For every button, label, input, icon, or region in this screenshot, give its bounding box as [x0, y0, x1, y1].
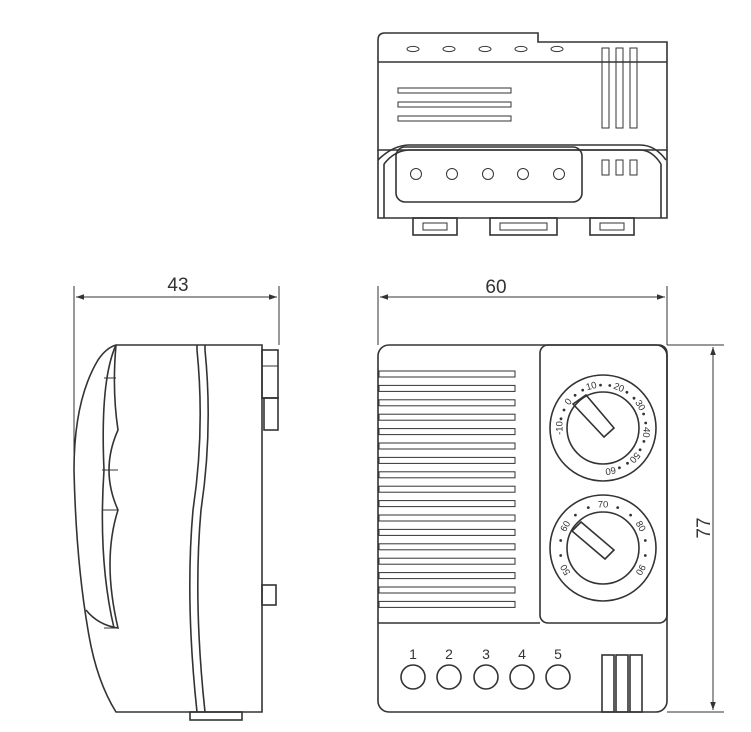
terminal-label: 5 — [554, 646, 562, 662]
dial-scale-dot — [586, 506, 590, 509]
dial-scale-label: -10 — [555, 421, 566, 435]
top-view-ribs — [397, 87, 512, 122]
vent-rib — [378, 543, 516, 551]
terminal-label: 4 — [518, 646, 526, 662]
vent-rib — [378, 442, 516, 450]
dial-lower-scale-labels: 50 60 70 80 90 — [558, 500, 647, 577]
dial-scale-dot — [573, 393, 577, 397]
dial-scale-label: 80 — [633, 519, 648, 534]
dial-scale-label: 70 — [598, 500, 609, 511]
terminal-label: 3 — [482, 646, 490, 662]
front-width-dimension: 60 — [485, 277, 506, 298]
front-vent-ribs — [378, 370, 516, 608]
side-depth-dimension: 43 — [167, 275, 188, 296]
dial-scale-dot — [562, 408, 566, 412]
vent-rib — [378, 514, 516, 522]
vent-rib — [378, 428, 516, 436]
vent-rib — [378, 399, 516, 407]
top-view-small-slots — [601, 159, 638, 176]
dial-upper-pointer — [571, 393, 616, 439]
terminal-2[interactable]: 2 — [436, 646, 462, 690]
dial-scale-label: 10 — [585, 380, 598, 393]
terminal-5[interactable]: 5 — [545, 646, 571, 690]
dial-scale-dot — [643, 554, 647, 557]
top-view — [377, 32, 668, 236]
dial-scale-dot — [559, 417, 563, 421]
vent-rib — [378, 500, 516, 508]
dial-scale-dot — [581, 388, 585, 392]
vent-rib — [378, 384, 516, 392]
dial-scale-label: 90 — [633, 562, 648, 577]
side-view: 43 — [73, 275, 280, 721]
dial-scale-dot — [642, 440, 646, 443]
dial-scale-dot — [638, 448, 642, 452]
terminal-4[interactable]: 4 — [509, 646, 535, 690]
terminal-3[interactable]: 3 — [473, 646, 499, 690]
dial-scale-dot — [625, 390, 629, 394]
top-view-clips — [412, 217, 635, 236]
vent-rib — [378, 471, 516, 479]
dial-scale-label: 50 — [558, 562, 573, 577]
dial-scale-dot — [642, 412, 645, 416]
vent-rib — [378, 600, 516, 608]
vent-rib — [378, 485, 516, 493]
terminal-1[interactable]: 1 — [400, 646, 426, 690]
dial-scale-label: 40 — [640, 426, 652, 438]
dial-scale-label: 60 — [604, 464, 616, 477]
top-view-screw-holes — [410, 168, 565, 180]
front-vertical-bars — [601, 654, 643, 713]
terminal-label: 1 — [409, 646, 417, 662]
vent-rib — [378, 456, 516, 464]
dial-scale-label: 0 — [563, 397, 575, 408]
dial-scale-label: 60 — [558, 519, 573, 534]
dial-scale-dot — [559, 539, 563, 542]
dial-lower[interactable]: 50 60 70 80 90 — [549, 494, 657, 602]
vent-rib — [378, 413, 516, 421]
dial-scale-dot — [616, 506, 620, 509]
dial-scale-dot — [559, 554, 563, 557]
dial-lower-scale-dots — [559, 506, 647, 557]
front-view: 60 77 -10 0 10 20 30 40 50 60 50 60 70 80 90 — [377, 277, 724, 713]
vent-rib — [378, 572, 516, 580]
dial-scale-dot — [626, 461, 629, 465]
top-view-vertical-bars — [601, 47, 638, 129]
dial-scale-dot — [618, 466, 621, 470]
dial-scale-dot — [574, 513, 577, 517]
vent-rib — [378, 557, 516, 565]
top-view-vent-slots — [406, 45, 564, 53]
dial-upper-scale-dots — [559, 383, 648, 470]
dial-scale-dot — [629, 513, 632, 517]
front-height-dimension: 77 — [694, 517, 715, 538]
terminal-label: 2 — [445, 646, 453, 662]
dial-scale-label: 20 — [612, 381, 626, 395]
dial-scale-dot — [608, 384, 612, 387]
vent-rib — [378, 370, 516, 378]
vent-rib — [378, 528, 516, 536]
dial-scale-dot — [599, 383, 602, 387]
terminal-row: 1 2 3 4 5 — [400, 646, 571, 690]
dial-scale-dot — [632, 396, 636, 400]
dial-scale-dot — [643, 539, 647, 542]
dial-scale-label: 30 — [632, 398, 647, 413]
dial-lower-pointer — [570, 520, 616, 561]
dial-scale-dot — [644, 421, 648, 425]
vent-rib — [378, 586, 516, 594]
